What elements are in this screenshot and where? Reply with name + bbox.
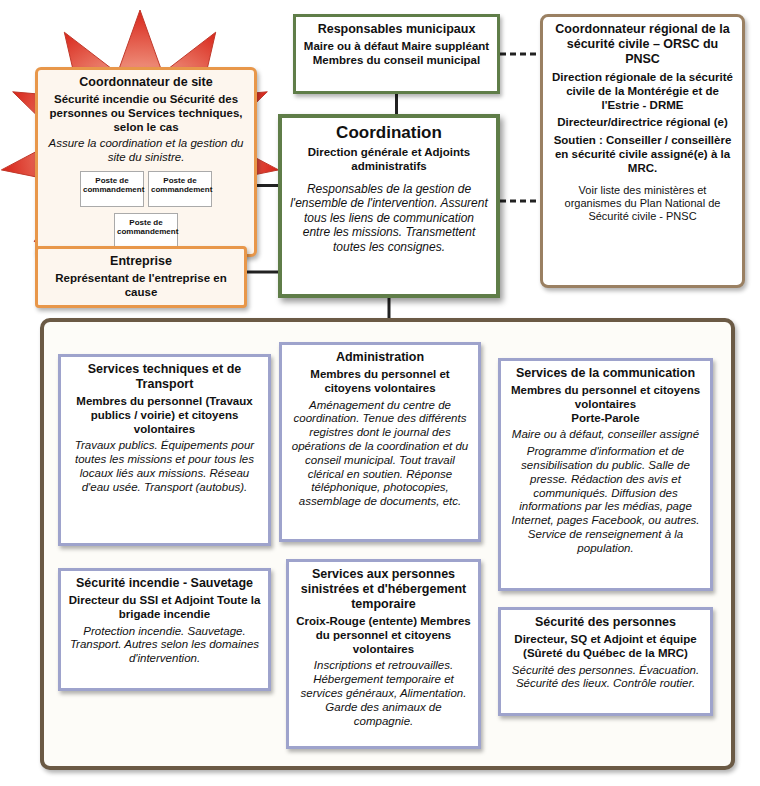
starburst	[1, 10, 278, 284]
box-heading: Sécurité des personnes	[508, 615, 703, 630]
regional-box: Coordonnateur régional de la sécurité ci…	[540, 14, 745, 288]
box-heading: Poste de commandement	[117, 218, 175, 236]
box-text: Croix-Rouge (entente) Membres du personn…	[296, 615, 471, 656]
site-box: Coordonnateur de siteSécurité incendie o…	[35, 67, 257, 257]
box-text: Soutien : Conseiller / conseillère en sé…	[550, 134, 735, 175]
box-heading: Administration	[289, 350, 471, 365]
box-text: Directeur/directrice régional (e)	[550, 116, 735, 130]
command-post-box: Poste de commandement	[114, 213, 178, 249]
box-text: Porte-Parole	[508, 412, 703, 426]
box-text: Sécurité incendie ou Sécurité des person…	[45, 93, 247, 134]
box-text: Inscriptions et retrouvailles. Hébergeme…	[296, 659, 471, 728]
mission-box: Sécurité incendie - SauvetageDirecteur d…	[58, 568, 271, 691]
box-text: Assure la coordination et la gestion du …	[45, 137, 247, 165]
connector	[388, 298, 391, 318]
connector	[247, 271, 278, 274]
mission-box: Services aux personnes sinistrées et d'h…	[286, 559, 481, 749]
box-text: Direction régionale de la sécurité civil…	[550, 71, 735, 112]
box-heading: Coordination	[289, 123, 489, 143]
connector	[257, 184, 278, 187]
box-text: Maire ou à défaut Maire suppléant Membre…	[303, 40, 490, 68]
box-text: Directeur du SSI et Adjoint Toute la bri…	[68, 594, 261, 622]
box-text: Maire ou à défaut, conseiller assigné	[508, 428, 703, 442]
connector	[500, 53, 540, 56]
box-text: Membres du personnel et citoyens volonta…	[289, 368, 471, 396]
box-text: Aménagement du centre de coordination. T…	[289, 399, 471, 509]
command-post-box: Poste de commandement	[80, 171, 144, 207]
box-text: Protection incendie. Sauvetage. Transpor…	[68, 625, 261, 666]
box-heading: Services aux personnes sinistrées et d'h…	[296, 567, 471, 612]
box-text: Membres du personnel (Travaux publics / …	[68, 395, 261, 436]
box-heading: Responsables municipaux	[303, 22, 490, 37]
company-box: EntrepriseReprésentant de l'entreprise e…	[35, 246, 247, 308]
box-text: Travaux publics. Équipements pour toutes…	[68, 439, 261, 494]
box-heading: Services techniques et de Transport	[68, 362, 261, 392]
command-post-box: Poste de commandement	[148, 171, 212, 207]
box-text: Représentant de l'entreprise en cause	[45, 272, 237, 300]
box-heading: Poste de commandement	[83, 176, 141, 194]
mission-box: AdministrationMembres du personnel et ci…	[279, 342, 481, 542]
box-heading: Coordonnateur de site	[45, 75, 247, 90]
mission-box: Services de la communicationMembres du p…	[498, 358, 713, 591]
connector	[395, 94, 398, 114]
coordination-box: CoordinationDirection générale et Adjoin…	[278, 114, 500, 298]
authority-box: Responsables municipauxMaire ou à défaut…	[293, 14, 500, 94]
box-text: Programme d'information et de sensibilis…	[508, 445, 703, 555]
missions-container: Services techniques et de TransportMembr…	[40, 318, 735, 770]
box-heading: Services de la communication	[508, 366, 703, 381]
box-text: Responsables de la gestion de l'ensemble…	[289, 182, 489, 254]
box-text: Direction générale et Adjoints administr…	[289, 146, 489, 174]
box-heading: Sécurité incendie - Sauvetage	[68, 576, 261, 591]
box-heading: Entreprise	[45, 254, 237, 269]
box-text: Directeur, SQ et Adjoint et équipe (Sûre…	[508, 633, 703, 661]
box-text: Membres du personnel et citoyens volonta…	[508, 384, 703, 412]
mission-box: Services techniques et de TransportMembr…	[58, 354, 271, 546]
mission-box: Sécurité des personnesDirecteur, SQ et A…	[498, 607, 713, 716]
connector	[500, 200, 540, 203]
box-heading: Coordonnateur régional de la sécurité ci…	[550, 22, 735, 67]
box-text: Voir liste des ministères et organismes …	[550, 184, 735, 224]
box-text: Sécurité des personnes. Évacuation. Sécu…	[508, 664, 703, 692]
box-heading: Poste de commandement	[151, 176, 209, 194]
